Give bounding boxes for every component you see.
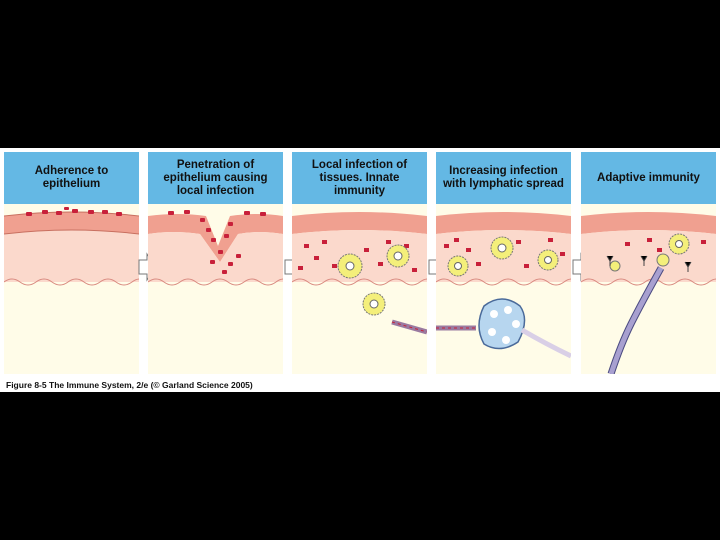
phagocyte [337, 253, 363, 279]
book-reference: The Immune System, 2/e (© Garland Scienc… [49, 380, 253, 390]
panel-adherence: Adherence to epithelium [4, 152, 139, 374]
panel-title: Penetration of epithelium causing local … [148, 152, 283, 204]
phagocyte [362, 292, 386, 316]
bacteria [168, 210, 266, 274]
figure-label: Figure 8-5 [6, 380, 47, 390]
figure-caption: Figure 8-5 The Immune System, 2/e (© Gar… [6, 380, 253, 390]
panel-title: Local infection of tissues. Innate immun… [292, 152, 427, 204]
panel-lymphatic-spread: Increasing infection with lymphatic spre… [436, 152, 571, 374]
penetration-illustration [148, 204, 283, 374]
bacteria [26, 207, 122, 216]
antibody-icon [606, 255, 692, 272]
bacteria [298, 240, 417, 272]
bacteria [625, 238, 706, 252]
panel-title: Adherence to epithelium [4, 152, 139, 204]
phagocyte [386, 244, 410, 268]
figure-slide: Adherence to epithelium Penetration of e… [0, 148, 720, 392]
panel-title: Increasing infection with lymphatic spre… [436, 152, 571, 204]
panel-title: Adaptive immunity [581, 152, 716, 204]
lymphatic-spread-illustration [436, 204, 571, 374]
panel-adaptive-immunity: Adaptive immunity [581, 152, 716, 374]
phagocyte [609, 260, 621, 272]
local-infection-illustration [292, 204, 427, 374]
phagocyte [656, 253, 670, 267]
adaptive-immunity-illustration [581, 204, 716, 374]
phagocyte [447, 255, 469, 277]
adherence-illustration [4, 204, 139, 374]
phagocyte [537, 249, 559, 271]
phagocyte [668, 233, 690, 255]
panel-local-infection: Local infection of tissues. Innate immun… [292, 152, 427, 374]
phagocyte [490, 236, 514, 260]
panel-penetration: Penetration of epithelium causing local … [148, 152, 283, 374]
bacteria [444, 238, 565, 268]
lymph-node [478, 298, 526, 350]
